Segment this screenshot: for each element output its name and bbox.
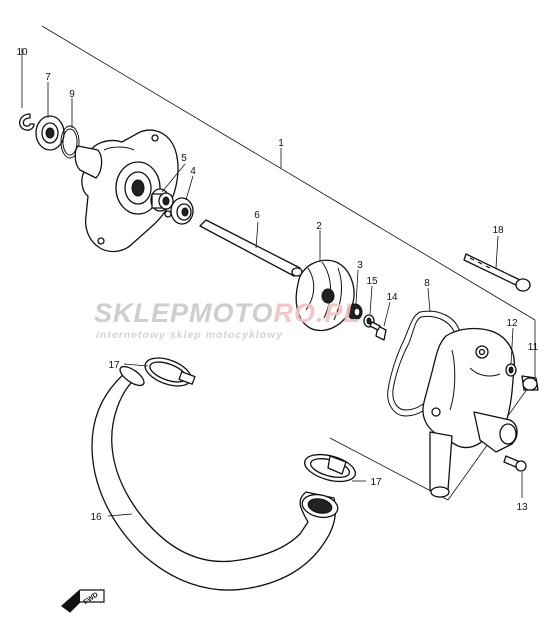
cover-bolt-long-part xyxy=(463,253,531,292)
callout-1: 1 xyxy=(278,138,284,149)
cover-bolt-short-part xyxy=(503,455,527,472)
leader-lines xyxy=(47,82,523,517)
watermark: SKLEPMOTORO.PL internetowy sklep motocyk… xyxy=(94,298,361,341)
impeller-bolt-part xyxy=(369,321,387,341)
watermark-tagline: internetowy sklep motocyklowy xyxy=(96,329,283,341)
circlip-part xyxy=(19,113,35,131)
pump-body-casing xyxy=(74,129,179,253)
callout-17-lower: 17 xyxy=(370,477,382,488)
watermark-brand: SKLEPMOTORO.PL xyxy=(94,298,361,328)
callout-4: 4 xyxy=(190,166,196,177)
callout-18: 18 xyxy=(492,225,504,236)
hose-clamp-lower-part xyxy=(304,453,356,483)
callout-13: 13 xyxy=(516,502,528,513)
callout-10: 10 xyxy=(16,47,28,58)
callout-17-upper: 17 xyxy=(108,360,120,371)
callout-8: 8 xyxy=(424,278,430,289)
drain-bolt-part xyxy=(521,375,539,391)
callout-6: 6 xyxy=(254,210,260,221)
callout-7: 7 xyxy=(45,72,51,83)
drain-washer-part xyxy=(505,363,517,377)
washer-part xyxy=(347,303,363,321)
callout-9: 9 xyxy=(69,89,75,100)
callout-5: 5 xyxy=(181,153,187,164)
callout-12: 12 xyxy=(506,318,518,329)
pump-cover-part xyxy=(422,327,518,498)
callout-2: 2 xyxy=(316,221,322,232)
oil-seal-part xyxy=(35,115,65,151)
o-ring-part xyxy=(60,125,80,159)
callout-14: 14 xyxy=(386,292,398,303)
hose-clamp-upper-part xyxy=(144,357,196,387)
callout-15: 15 xyxy=(366,276,378,287)
callout-11: 11 xyxy=(528,342,539,353)
impeller-shaft-part xyxy=(199,219,303,277)
callout-labels: 10 7 9 5 4 6 1 2 3 15 14 8 18 12 11 13 1… xyxy=(16,47,538,523)
watermark-brand-left: SKLEPMOTO xyxy=(94,298,274,328)
callout-16: 16 xyxy=(90,512,102,523)
watermark-brand-right: RO.PL xyxy=(274,298,362,328)
callout-3: 3 xyxy=(357,260,363,271)
water-hose-part xyxy=(91,365,339,591)
forward-arrow-icon: FWD xyxy=(61,589,105,613)
seal-ring-part xyxy=(170,197,194,225)
mechanical-seal-part xyxy=(150,188,174,212)
